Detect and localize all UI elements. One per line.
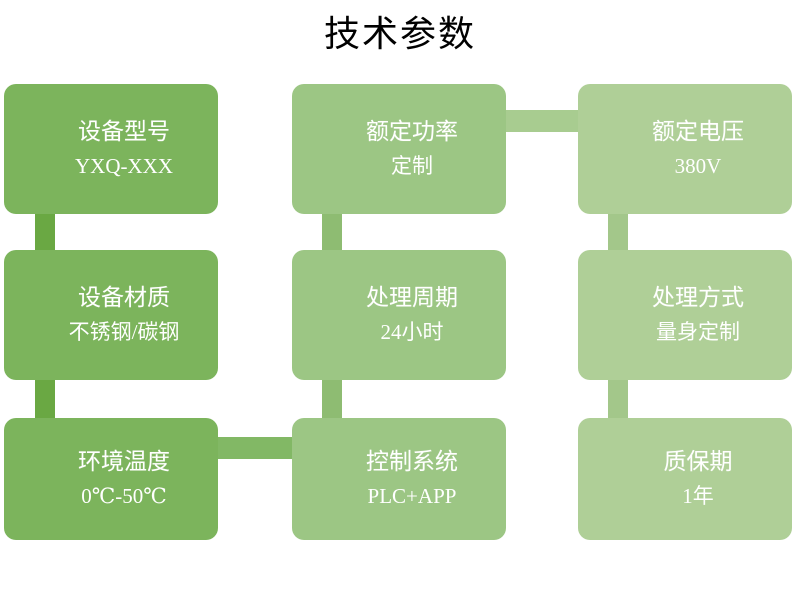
node-value: 24小时 (380, 320, 444, 344)
node-label: 质保期 (663, 449, 733, 475)
page-title: 技术参数 (323, 14, 476, 55)
node-label: 设备材质 (78, 285, 170, 311)
node-label: 额定电压 (652, 119, 744, 145)
node-value: 量身定制 (656, 320, 740, 344)
node-equipment-material[interactable]: 设备材质 不锈钢/碳钢 (4, 250, 218, 380)
node-processing-cycle[interactable]: 处理周期 24小时 (292, 250, 506, 380)
node-value: PLC+APP (367, 484, 457, 508)
node-rated-power[interactable]: 额定功率 定制 (292, 84, 506, 214)
node-label: 控制系统 (366, 449, 458, 475)
node-warranty-period[interactable]: 质保期 1年 (578, 418, 792, 540)
node-value: 定制 (391, 154, 433, 178)
node-processing-method[interactable]: 处理方式 量身定制 (578, 250, 792, 380)
node-label: 额定功率 (366, 119, 458, 145)
node-label: 环境温度 (78, 449, 170, 475)
node-value: 0℃-50℃ (81, 484, 167, 508)
node-label: 处理周期 (366, 285, 458, 311)
node-control-system[interactable]: 控制系统 PLC+APP (292, 418, 506, 540)
node-rated-voltage[interactable]: 额定电压 380V (578, 84, 792, 214)
node-value: 1年 (682, 484, 714, 508)
node-label: 处理方式 (652, 285, 744, 311)
node-value: 不锈钢/碳钢 (68, 320, 180, 344)
node-value: 380V (674, 154, 722, 178)
node-ambient-temperature[interactable]: 环境温度 0℃-50℃ (4, 418, 218, 540)
node-equipment-model[interactable]: 设备型号 YXQ-XXX (4, 84, 218, 214)
node-label: 设备型号 (78, 119, 170, 145)
node-value: YXQ-XXX (75, 154, 173, 178)
